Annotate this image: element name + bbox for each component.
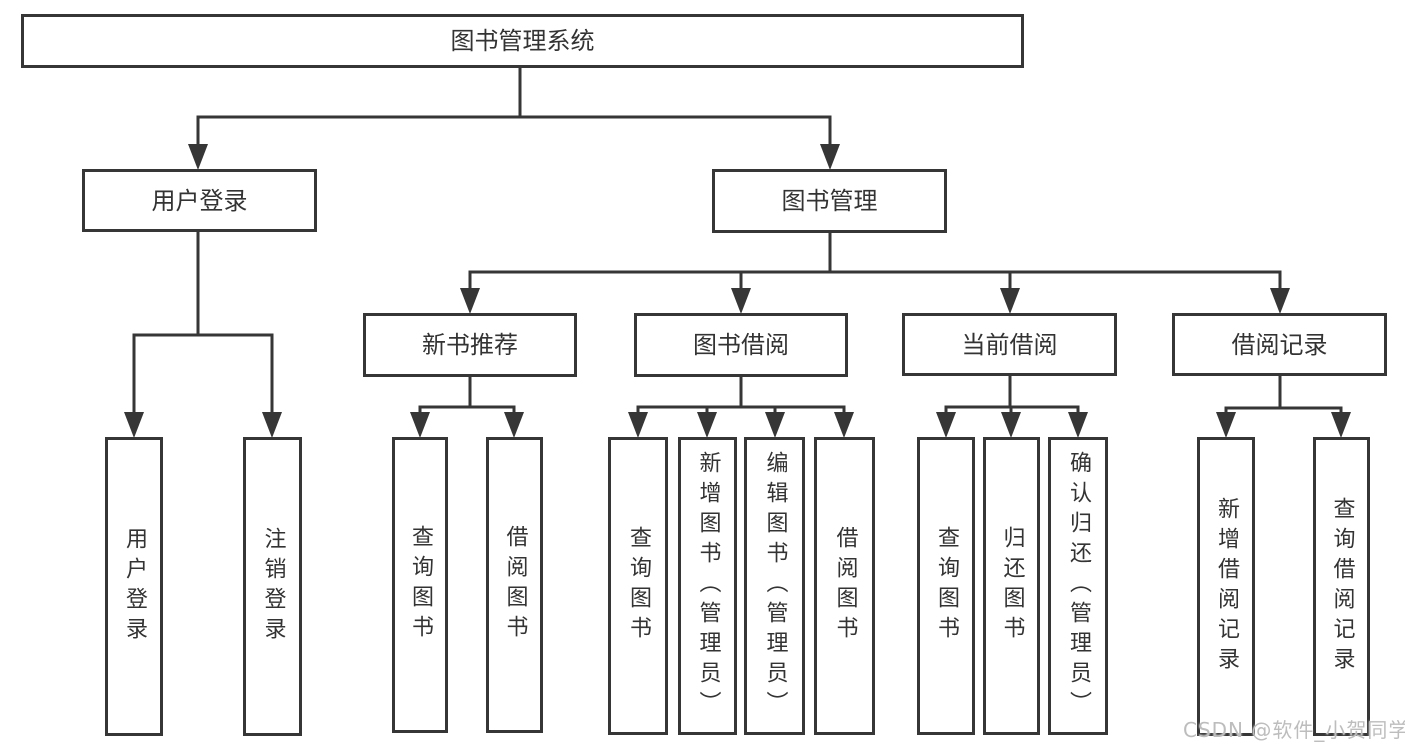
node-book-management: 图书管理 [712, 169, 947, 233]
leaf-current-confirm-return-admin: 确认归还（管理员） [1048, 437, 1108, 735]
node-new-book-recommend: 新书推荐 [363, 313, 577, 377]
leaf-current-query-books: 查询图书 [917, 437, 975, 735]
leaf-records-add-record: 新增借阅记录 [1197, 437, 1255, 736]
node-book-borrow: 图书借阅 [634, 313, 848, 377]
leaf-recommend-borrow-books: 借阅图书 [486, 437, 543, 733]
leaf-records-query-record: 查询借阅记录 [1313, 437, 1370, 736]
leaf-logout: 注销登录 [243, 437, 302, 736]
csdn-watermark: CSDN @软件_小贺同学 [1183, 718, 1405, 742]
leaf-borrow-edit-books-admin: 编辑图书（管理员） [744, 437, 805, 735]
leaf-user-login: 用户登录 [105, 437, 163, 736]
node-library-management-system: 图书管理系统 [21, 14, 1024, 68]
node-borrow-records: 借阅记录 [1172, 313, 1387, 376]
node-user-login: 用户登录 [82, 169, 317, 232]
leaf-current-return-books: 归还图书 [983, 437, 1040, 735]
node-current-borrow: 当前借阅 [902, 313, 1117, 376]
leaf-borrow-borrow-books: 借阅图书 [814, 437, 875, 735]
leaf-recommend-query-books: 查询图书 [392, 437, 448, 733]
leaf-borrow-add-books-admin: 新增图书（管理员） [678, 437, 737, 735]
leaf-borrow-query-books: 查询图书 [608, 437, 668, 735]
